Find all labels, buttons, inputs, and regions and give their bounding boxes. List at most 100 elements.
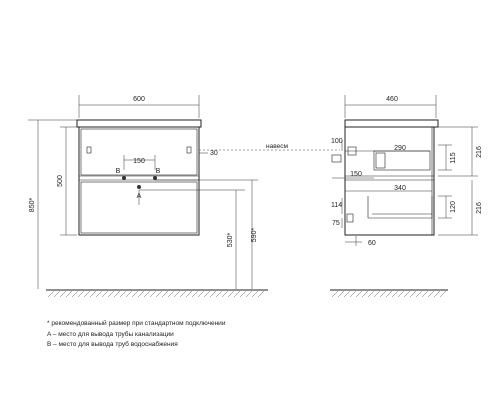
hole-b-right <box>153 176 157 180</box>
dim-114-label: 114 <box>331 202 342 209</box>
note-b: B – место для вывода труб водоснабжения <box>47 341 178 348</box>
hatch-stroke <box>53 290 61 298</box>
hatch-stroke <box>409 290 417 298</box>
dim-590-label: 590* <box>251 228 258 243</box>
hatch-stroke <box>415 290 423 298</box>
hatch-stroke <box>77 290 85 298</box>
hatch-stroke <box>155 290 163 298</box>
dim-100-label: 100 <box>331 138 343 145</box>
hatch-stroke <box>137 290 145 298</box>
naveses-label: навесм <box>266 143 288 150</box>
hole-b-left <box>122 176 126 180</box>
bracket-right <box>186 146 192 154</box>
note-recommended: * рекомендованный размер при стандартном… <box>47 320 226 327</box>
dim-75-label: 75 <box>332 220 340 227</box>
notes-block: * рекомендованный размер при стандартном… <box>47 319 225 351</box>
hatch-stroke <box>361 290 369 298</box>
hatch-stroke <box>125 290 133 298</box>
hatch-stroke <box>161 290 169 298</box>
hatch-stroke <box>373 290 381 298</box>
bracket-left <box>86 146 92 154</box>
hatch-stroke <box>427 290 435 298</box>
dim-500-label: 500 <box>57 175 64 187</box>
hatch-stroke <box>233 290 241 298</box>
floor-hatch-front <box>47 290 265 298</box>
hatch-stroke <box>113 290 121 298</box>
hatch-stroke <box>391 290 399 298</box>
floor-hatch-side <box>331 290 447 298</box>
hatch-stroke <box>215 290 223 298</box>
hatch-stroke <box>433 290 441 298</box>
side-upper-drawer <box>373 150 431 171</box>
hole-a <box>137 185 141 189</box>
front-cabinet <box>78 126 200 236</box>
hatch-stroke <box>101 290 109 298</box>
front-upper-panel <box>80 128 198 176</box>
hatch-stroke <box>47 290 55 298</box>
dim-600-label: 600 <box>133 96 145 103</box>
dim-115-label: 115 <box>450 152 457 163</box>
dim-30-label: 30 <box>210 150 218 157</box>
hatch-stroke <box>191 290 199 298</box>
hatch-stroke <box>385 290 393 298</box>
hatch-stroke <box>143 290 151 298</box>
hatch-stroke <box>379 290 387 298</box>
side-wall-mount <box>331 154 342 163</box>
dim-150-label: 150 <box>133 158 145 165</box>
front-lower-panel <box>80 181 198 234</box>
hatch-stroke <box>421 290 429 298</box>
hatch-stroke <box>95 290 103 298</box>
dim-530-label: 530* <box>227 233 234 248</box>
hatch-stroke <box>331 290 339 298</box>
hatch-stroke <box>149 290 157 298</box>
front-countertop <box>76 119 202 128</box>
hatch-stroke <box>185 290 193 298</box>
hatch-stroke <box>343 290 351 298</box>
side-lower-drawer <box>367 196 433 219</box>
label-b-right: B <box>156 168 161 175</box>
hatch-stroke <box>245 290 253 298</box>
side-upper-drawer-cutout <box>375 152 386 169</box>
side-lower-bracket <box>346 213 354 223</box>
hatch-stroke <box>221 290 229 298</box>
hatch-stroke <box>65 290 73 298</box>
hatch-stroke <box>197 290 205 298</box>
hatch-stroke <box>397 290 405 298</box>
hatch-stroke <box>83 290 91 298</box>
hatch-stroke <box>173 290 181 298</box>
hatch-stroke <box>107 290 115 298</box>
dim-460-label: 460 <box>386 96 398 103</box>
hatch-stroke <box>349 290 357 298</box>
hatch-stroke <box>337 290 345 298</box>
dim-60-label: 60 <box>368 240 376 247</box>
side-countertop <box>344 119 439 128</box>
hatch-stroke <box>167 290 175 298</box>
hatch-stroke <box>203 290 211 298</box>
dim-120-label: 120 <box>450 201 457 213</box>
hatch-stroke <box>257 290 265 298</box>
hatch-stroke <box>179 290 187 298</box>
hatch-stroke <box>251 290 259 298</box>
hatch-stroke <box>367 290 375 298</box>
dim-340-label: 340 <box>394 185 406 192</box>
side-cabinet <box>344 126 435 236</box>
dim-216-top-label: 216 <box>476 146 483 158</box>
dim-850-label: 850* <box>29 198 36 213</box>
hatch-stroke <box>71 290 79 298</box>
dim-150-side-label: 150 <box>350 171 362 178</box>
hatch-stroke <box>227 290 235 298</box>
dim-290-label: 290 <box>394 145 406 152</box>
hatch-stroke <box>59 290 67 298</box>
hatch-stroke <box>439 290 447 298</box>
hatch-stroke <box>119 290 127 298</box>
hatch-stroke <box>89 290 97 298</box>
hatch-stroke <box>209 290 217 298</box>
note-a: A – место для вывода трубы канализации <box>47 330 174 338</box>
dim-216-bottom-label: 216 <box>476 202 483 214</box>
label-b-left: B <box>116 168 121 175</box>
hatch-stroke <box>355 290 363 298</box>
hatch-stroke <box>131 290 139 298</box>
hatch-stroke <box>239 290 247 298</box>
